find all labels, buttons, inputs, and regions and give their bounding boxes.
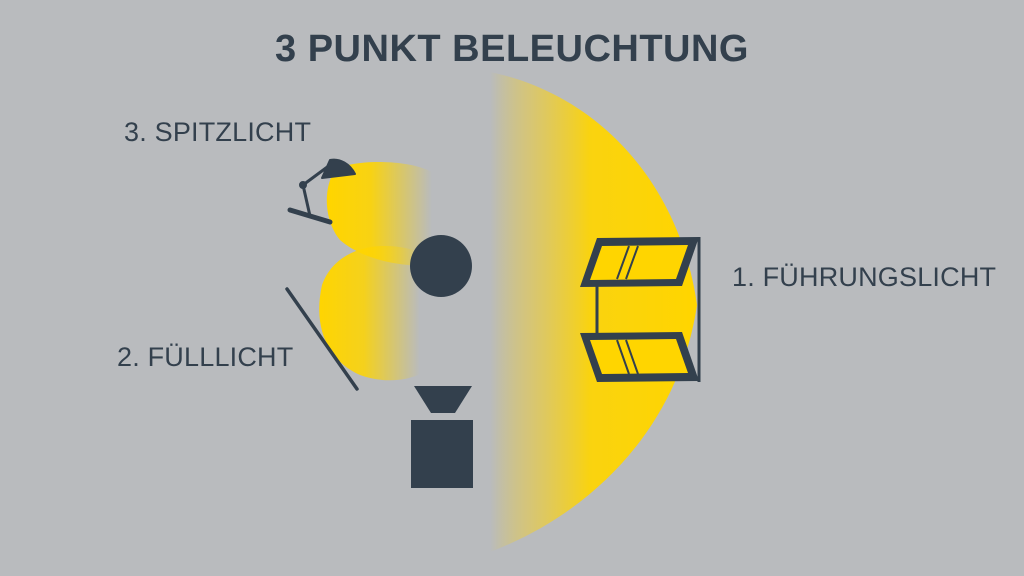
back-light-label: 3. SPITZLICHT (124, 117, 312, 147)
diagram-title: 3 PUNKT BELEUCHTUNG (275, 28, 749, 70)
key-light-beam (490, 72, 697, 552)
camera-icon (411, 386, 473, 488)
reflector-icon (285, 287, 359, 391)
key-light-label: 1. FÜHRUNGSLICHT (732, 262, 997, 292)
subject-head-icon (410, 235, 472, 297)
fill-light-label: 2. FÜLLLICHT (117, 342, 294, 372)
desk-lamp-icon (287, 158, 356, 225)
fill-light-beam (319, 245, 420, 381)
softbox-panel-icon (580, 237, 701, 382)
back-light-beam (326, 162, 432, 266)
